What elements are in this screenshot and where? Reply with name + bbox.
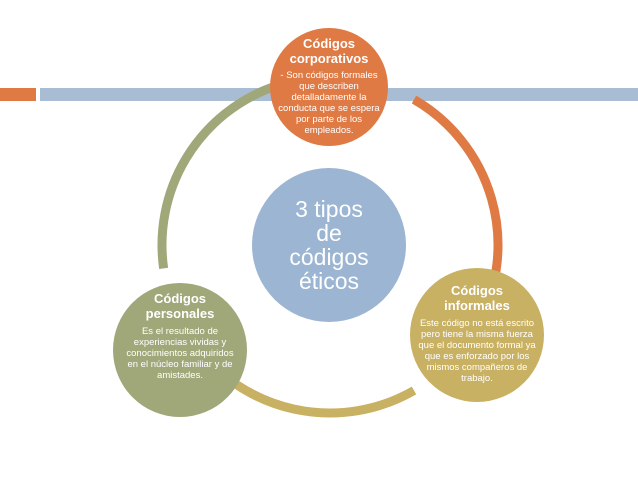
node-title: Códigos informales [444,283,510,313]
center-circle: 3 tipos de códigos éticos [252,168,406,322]
node-description: Este código no está escrito pero tiene l… [418,318,536,384]
node-codigos-corporativos: Códigos corporativos - Son códigos forma… [270,28,388,146]
node-codigos-informales: Códigos informales Este código no está e… [410,268,544,402]
node-title: Códigos corporativos [289,36,369,66]
accent-bar-orange-segment [0,88,36,101]
ring-arc-left [157,82,275,270]
center-label: 3 tipos de códigos éticos [289,196,369,294]
node-title: Códigos personales [145,291,215,321]
node-codigos-personales: Códigos personales Es el resultado de ex… [113,283,247,417]
node-description: - Son códigos formales que describen det… [278,70,380,136]
node-description: Es el resultado de experiencias vividas … [126,326,234,381]
